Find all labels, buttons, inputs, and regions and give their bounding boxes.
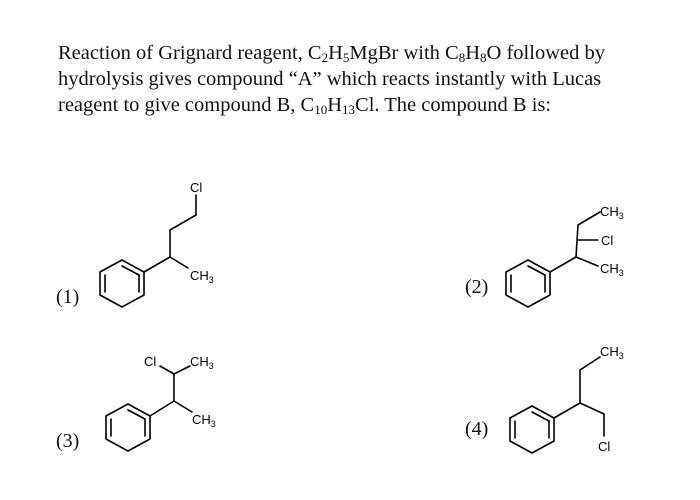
chlorine-label: Cl [144, 354, 156, 369]
bond [169, 256, 189, 269]
structure-option-2[interactable]: CH3 Cl CH3 [505, 204, 624, 308]
ring-double-bond [121, 265, 140, 276]
question-text: Reaction of Grignard reagent, C2H5MgBr w… [58, 42, 605, 117]
bond [577, 211, 601, 226]
bond [579, 356, 601, 371]
bond [173, 365, 191, 375]
chlorine-label: Cl [190, 180, 202, 195]
chlorine-label: Cl [598, 439, 610, 454]
bond [575, 224, 579, 258]
bond [575, 256, 599, 267]
structure-option-4[interactable]: CH3 Cl [509, 344, 624, 454]
methyl-label: CH3 [192, 412, 216, 429]
option-4-label[interactable]: (4) [465, 418, 489, 440]
option-2-label[interactable]: (2) [465, 276, 489, 298]
bond [553, 402, 581, 419]
methyl-label: CH3 [600, 344, 624, 361]
bond [169, 214, 197, 231]
bond [173, 400, 193, 413]
methyl-label: CH3 [190, 268, 214, 285]
ring-double-bond [127, 409, 146, 420]
benzene-ring [105, 403, 151, 452]
methyl-label: CH3 [600, 204, 624, 221]
ring-double-bond [531, 411, 550, 422]
ring-double-bond [527, 265, 546, 276]
benzene-ring [99, 259, 145, 308]
option-1-label[interactable]: (1) [56, 286, 80, 308]
bond [549, 256, 577, 273]
bond [579, 402, 605, 415]
bond [143, 256, 171, 273]
structure-option-1[interactable]: Cl CH3 [99, 180, 214, 308]
bond [159, 365, 175, 375]
benzene-ring [509, 405, 555, 454]
bond [149, 400, 175, 417]
benzene-ring [505, 259, 551, 308]
structure-option-3[interactable]: Cl CH3 CH3 [105, 354, 216, 452]
chlorine-label: Cl [601, 233, 613, 248]
option-3-label[interactable]: (3) [56, 430, 80, 452]
methyl-label: CH3 [600, 261, 624, 278]
methyl-label: CH3 [190, 354, 214, 371]
